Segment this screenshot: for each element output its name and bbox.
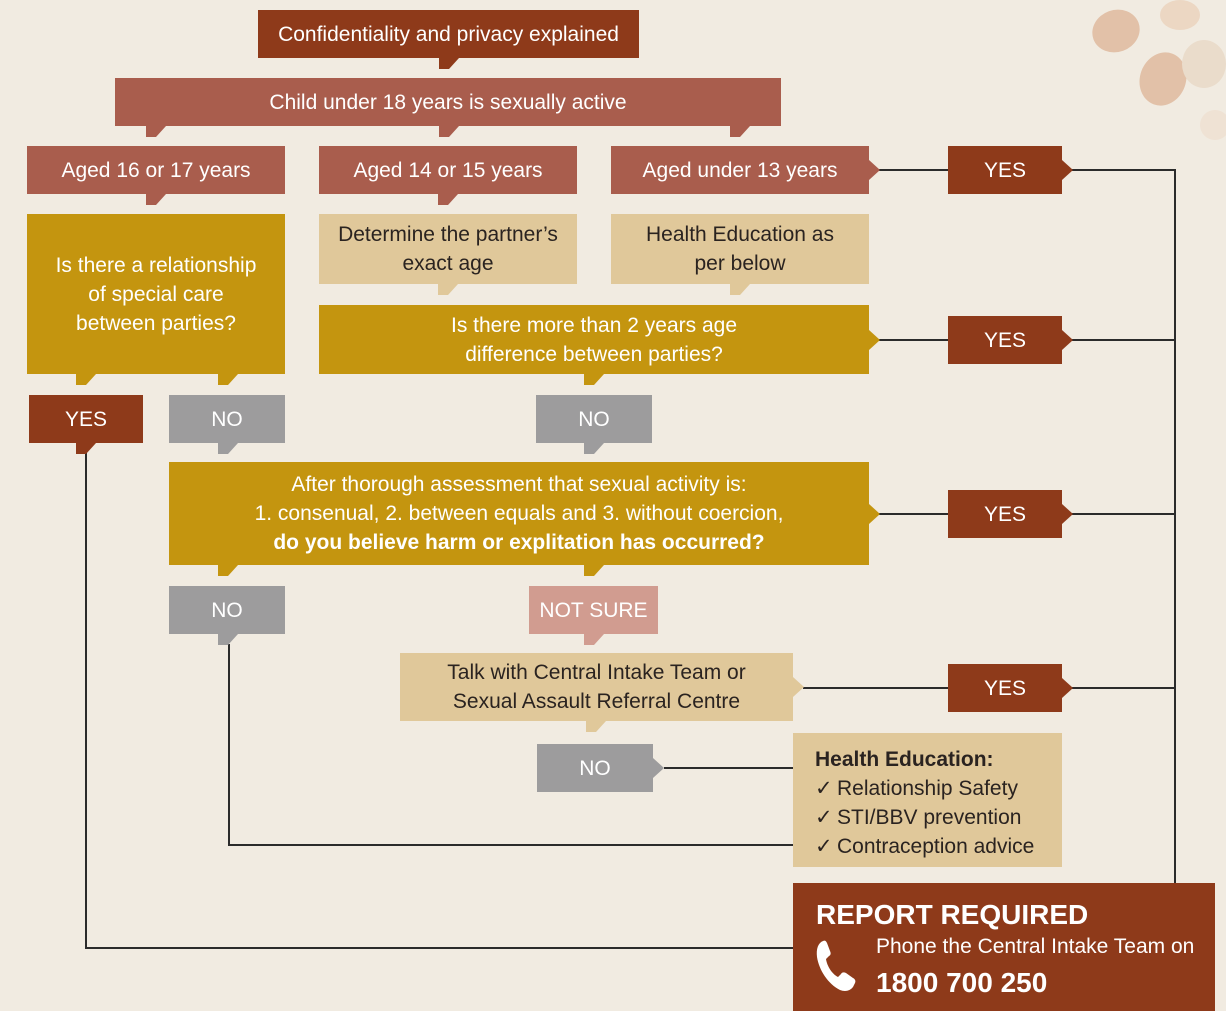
decorative-dot <box>1182 40 1226 88</box>
health-education-item: STI/BBV prevention <box>815 803 1062 832</box>
assessment-line-3: do you believe harm or explitation has o… <box>273 531 765 554</box>
report-subtitle: Phone the Central Intake Team on <box>876 935 1195 958</box>
child-active-box: Child under 18 years is sexually active <box>115 78 781 126</box>
connector-line <box>1070 169 1175 171</box>
health-education-list: Relationship Safety STI/BBV prevention C… <box>815 774 1062 861</box>
connector-line <box>870 513 948 515</box>
health-ed-per-below-box: Health Education as per below <box>611 214 869 284</box>
arrow-down <box>218 634 238 645</box>
health-education-title: Health Education: <box>815 748 994 771</box>
health-education-item: Contraception advice <box>815 832 1062 861</box>
connector-line <box>664 767 794 769</box>
aged-under-13-box: Aged under 13 years <box>611 146 869 194</box>
arrow-down <box>586 721 606 732</box>
arrow-right <box>1062 504 1073 524</box>
arrow-down <box>584 565 604 576</box>
report-required-box: REPORT REQUIRED Phone the Central Intake… <box>793 883 1215 1011</box>
arrow-right <box>869 330 880 350</box>
arrow-down <box>76 374 96 385</box>
arrow-down <box>438 194 458 205</box>
talk-with-box: Talk with Central Intake Team or Sexual … <box>400 653 793 721</box>
arrow-down <box>439 58 459 69</box>
yes-box: YES <box>948 316 1062 364</box>
assessment-line-2: 1. consenual, 2. between equals and 3. w… <box>254 502 784 525</box>
connector-line <box>1070 687 1175 689</box>
arrow-down <box>146 194 166 205</box>
arrow-down <box>730 126 750 137</box>
connector-line <box>85 452 87 949</box>
arrow-down <box>218 374 238 385</box>
arrow-right <box>653 758 664 778</box>
connector-line <box>803 687 948 689</box>
arrow-right <box>1062 678 1073 698</box>
connector-line <box>870 339 948 341</box>
partner-age-box: Determine the partner’s exact age <box>319 214 577 284</box>
health-education-item: Relationship Safety <box>815 774 1062 803</box>
arrow-right <box>1062 330 1073 350</box>
harm-assessment-question: After thorough assessment that sexual ac… <box>169 462 869 565</box>
arrow-down <box>146 126 166 137</box>
arrow-right <box>869 160 880 180</box>
arrow-right <box>869 504 880 524</box>
yes-box: YES <box>948 490 1062 538</box>
connector-line <box>1070 513 1175 515</box>
arrow-right <box>1062 160 1073 180</box>
decorative-dot <box>1160 0 1200 30</box>
arrow-down <box>218 565 238 576</box>
aged-16-17-box: Aged 16 or 17 years <box>27 146 285 194</box>
no-box: NO <box>169 586 285 634</box>
special-care-question: Is there a relationship of special care … <box>27 214 285 374</box>
arrow-down <box>439 126 459 137</box>
arrow-down <box>584 634 604 645</box>
assessment-line-1: After thorough assessment that sexual ac… <box>291 473 747 496</box>
no-box: NO <box>169 395 285 443</box>
arrow-down <box>584 443 604 454</box>
arrow-right <box>793 677 804 697</box>
connector-line <box>1174 169 1176 884</box>
arrow-down <box>438 284 458 295</box>
decorative-dot <box>1200 110 1226 140</box>
phone-icon <box>816 940 856 991</box>
confidentiality-box: Confidentiality and privacy explained <box>258 10 639 58</box>
connector-line <box>1070 339 1175 341</box>
yes-box: YES <box>948 664 1062 712</box>
arrow-down <box>76 443 96 454</box>
connector-line <box>228 644 230 846</box>
arrow-down <box>218 443 238 454</box>
connector-line <box>85 947 794 949</box>
arrow-down <box>730 284 750 295</box>
yes-box: YES <box>948 146 1062 194</box>
yes-box: YES <box>29 395 143 443</box>
report-title: REPORT REQUIRED <box>816 899 1089 930</box>
decorative-dot <box>1086 3 1146 59</box>
health-education-box: Health Education: Relationship Safety ST… <box>793 733 1062 867</box>
aged-14-15-box: Aged 14 or 15 years <box>319 146 577 194</box>
arrow-down <box>584 374 604 385</box>
connector-line <box>228 844 794 846</box>
no-box: NO <box>537 744 653 792</box>
no-box: NO <box>536 395 652 443</box>
not-sure-box: NOT SURE <box>529 586 658 634</box>
connector-line <box>870 169 948 171</box>
age-difference-question: Is there more than 2 years age differenc… <box>319 305 869 374</box>
report-phone-number: 1800 700 250 <box>876 967 1048 998</box>
